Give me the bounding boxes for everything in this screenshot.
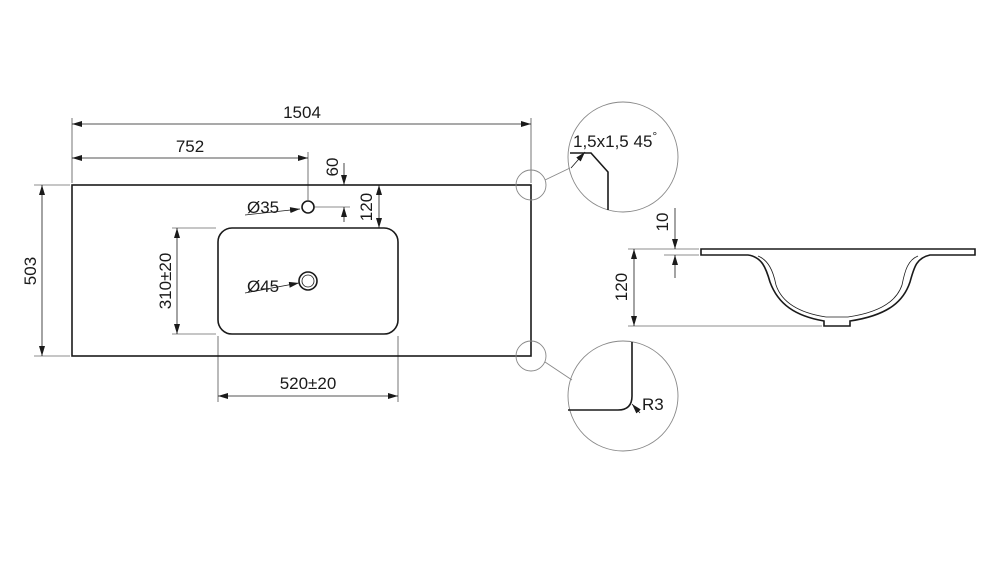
bowl-outline — [217, 227, 399, 335]
label-tap-hole: Ø35 — [247, 198, 279, 217]
dimension-labels: 1504 752 60 120 503 310±20 520±20 Ø35 Ø4… — [21, 103, 376, 393]
countertop-outline — [71, 184, 532, 357]
label-drain-hole: Ø45 — [247, 277, 279, 296]
label-520: 520±20 — [280, 374, 337, 393]
callout-bottom-corner: R3 — [515, 340, 679, 452]
drain-inner — [301, 274, 315, 288]
detail-circle-chamfer — [567, 101, 679, 213]
section-outline — [700, 248, 976, 327]
label-310: 310±20 — [156, 253, 175, 310]
label-120-top: 120 — [357, 193, 376, 221]
label-120-side: 120 — [612, 273, 631, 301]
detail-circle-radius — [567, 340, 679, 452]
label-10: 10 — [653, 213, 672, 232]
drain-hole — [298, 271, 318, 291]
extension-lines — [34, 118, 532, 402]
label-1504: 1504 — [283, 103, 321, 122]
dimension-lines — [39, 121, 531, 399]
side-section — [700, 248, 976, 327]
label-chamfer: 1,5x1,5 45° — [573, 129, 657, 151]
section-dimensions: 10 120 — [612, 208, 822, 327]
label-radius: R3 — [642, 395, 664, 414]
label-503: 503 — [21, 257, 40, 285]
top-view — [71, 184, 532, 357]
tap-hole — [301, 200, 315, 214]
callout-top-corner: 1,5x1,5 45° — [515, 101, 679, 213]
label-60: 60 — [323, 158, 342, 177]
label-752: 752 — [176, 137, 204, 156]
